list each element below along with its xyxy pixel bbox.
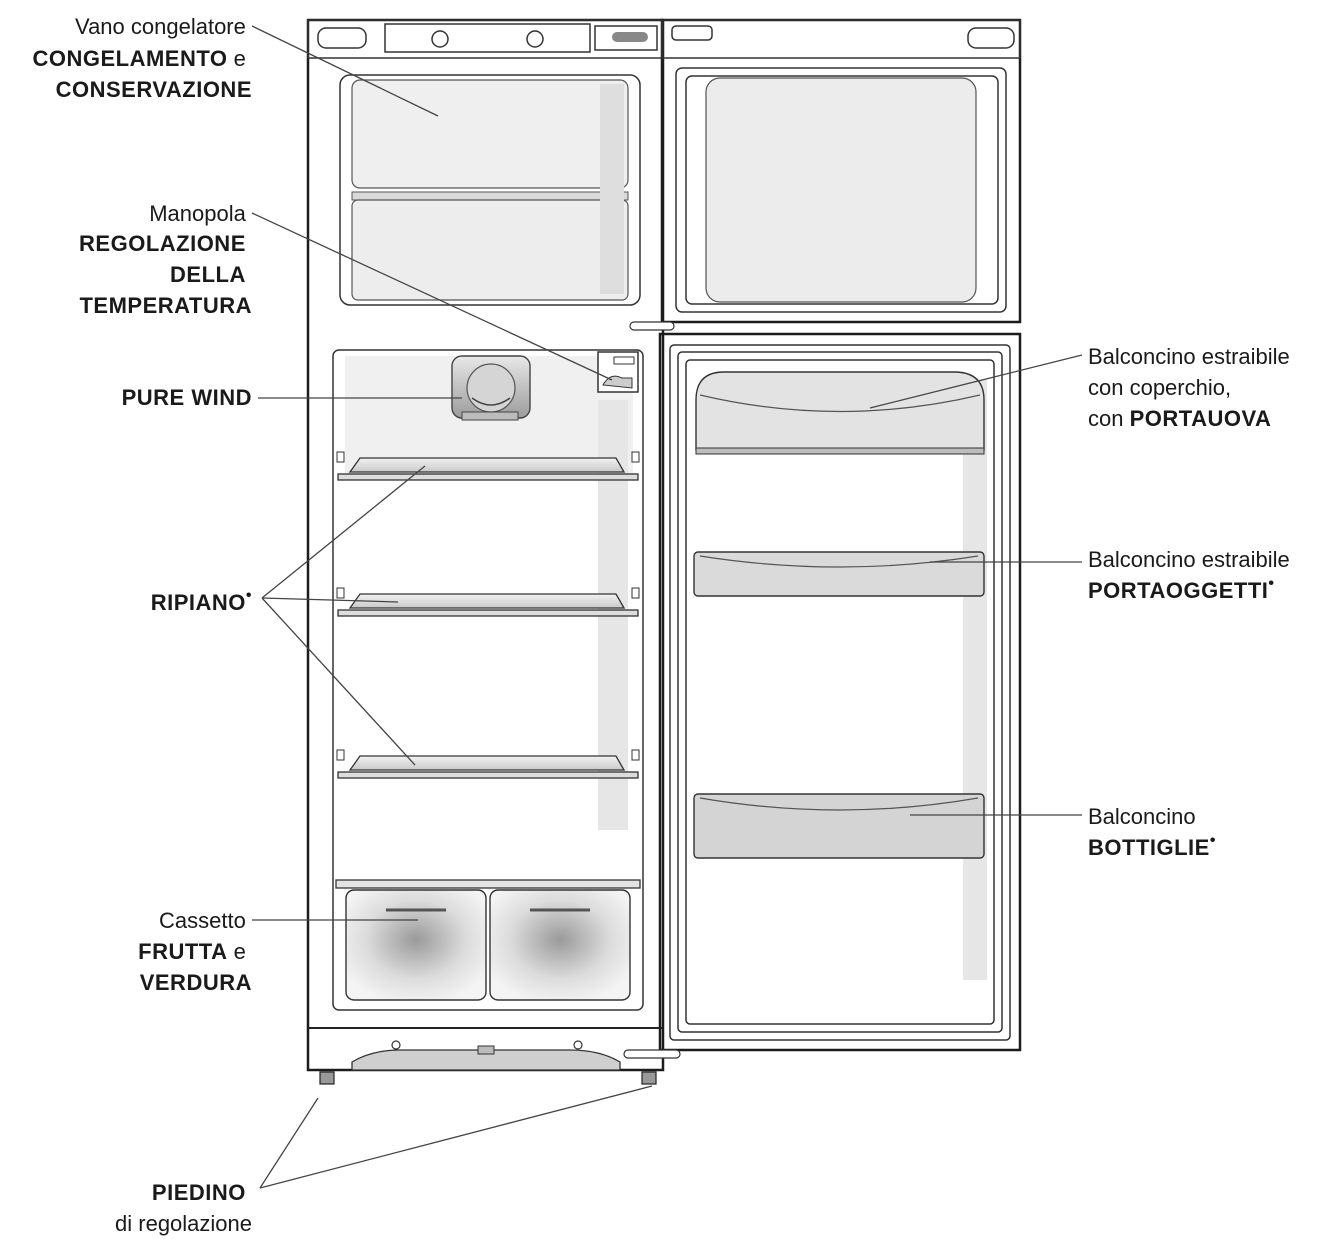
egg-balcony-line2: con coperchio,	[1088, 375, 1231, 400]
leader-foot-left	[259, 1097, 319, 1189]
bottle-balcony	[693, 793, 985, 859]
storage-balcony-mark: •	[1268, 575, 1274, 592]
leader-shelf-bottom	[261, 597, 416, 766]
shelf-line1: RIPIANO	[151, 590, 246, 615]
shelf-middle	[337, 593, 639, 617]
leader-shelf-top	[261, 465, 426, 599]
label-bottle-balcony: Balconcino BOTTIGLIE•	[1088, 804, 1216, 860]
bottle-balcony-line1: Balconcino	[1088, 804, 1196, 829]
storage-balcony	[693, 551, 985, 597]
leader-freezer	[251, 25, 439, 117]
freezer-compartment	[339, 74, 641, 306]
shelf-supports	[336, 451, 640, 761]
label-storage-balcony: Balconcino estraibile PORTAOGGETTI•	[1088, 547, 1296, 603]
freezer-door	[629, 18, 1022, 331]
egg-balcony-line1: Balconcino estraibile	[1088, 344, 1290, 369]
label-egg-balcony: Balconcino estraibile con coperchio, con…	[1088, 344, 1296, 431]
foot-line1: PIEDINO	[152, 1180, 246, 1205]
storage-balcony-line2: PORTAOGGETTI	[1088, 578, 1268, 603]
foot-right	[641, 1071, 657, 1085]
shelf-mark: •	[246, 587, 252, 604]
crisper-drawers	[335, 879, 641, 1001]
freezer-line2: CONGELAMENTO	[32, 46, 227, 71]
crisper-line2: FRUTTA	[138, 939, 227, 964]
thermostat-line4: TEMPERATURA	[79, 293, 252, 318]
egg-balcony-line3-prefix: con	[1088, 406, 1130, 431]
freezer-line3: CONSERVAZIONE	[56, 77, 252, 102]
crisper-line2-suffix: e	[228, 939, 246, 964]
leader-lines	[251, 25, 1083, 1189]
egg-balcony	[695, 371, 985, 455]
foot-left	[319, 1071, 335, 1085]
crisper-line3: VERDURA	[140, 970, 252, 995]
bottle-balcony-mark: •	[1210, 832, 1216, 849]
bottle-balcony-line2: BOTTIGLIE	[1088, 835, 1210, 860]
fridge-base	[308, 1027, 663, 1071]
label-thermostat: Manopola REGOLAZIONE DELLA TEMPERATURA	[79, 201, 252, 318]
thermostat-line3: DELLA	[170, 262, 246, 287]
label-shelf: RIPIANO•	[151, 587, 252, 615]
label-freezer: Vano congelatore CONGELAMENTO e CONSERVA…	[32, 14, 252, 102]
thermostat-line1: Manopola	[149, 201, 246, 226]
egg-balcony-line3: PORTAUOVA	[1130, 406, 1272, 431]
leader-thermostat	[251, 212, 613, 381]
shelf-top	[337, 457, 639, 481]
crisper-line1: Cassetto	[159, 908, 246, 933]
label-foot: PIEDINO di regolazione	[115, 1180, 252, 1236]
label-pure-wind: PURE WIND	[122, 385, 252, 410]
thermostat-line2: REGOLAZIONE	[79, 231, 246, 256]
storage-balcony-line1: Balconcino estraibile	[1088, 547, 1290, 572]
leader-shelf-middle	[261, 597, 399, 603]
pure-wind-line1: PURE WIND	[122, 385, 252, 410]
pure-wind-fan	[451, 355, 531, 421]
shelf-bottom	[337, 755, 639, 779]
leader-egg-balcony	[869, 354, 1083, 409]
label-crisper: Cassetto FRUTTA e VERDURA	[138, 908, 252, 995]
foot-line2: di regolazione	[115, 1211, 252, 1236]
fridge-door	[623, 332, 1022, 1059]
leader-foot-right	[259, 1085, 653, 1189]
freezer-line2-suffix: e	[228, 46, 246, 71]
freezer-line1: Vano congelatore	[75, 14, 246, 39]
